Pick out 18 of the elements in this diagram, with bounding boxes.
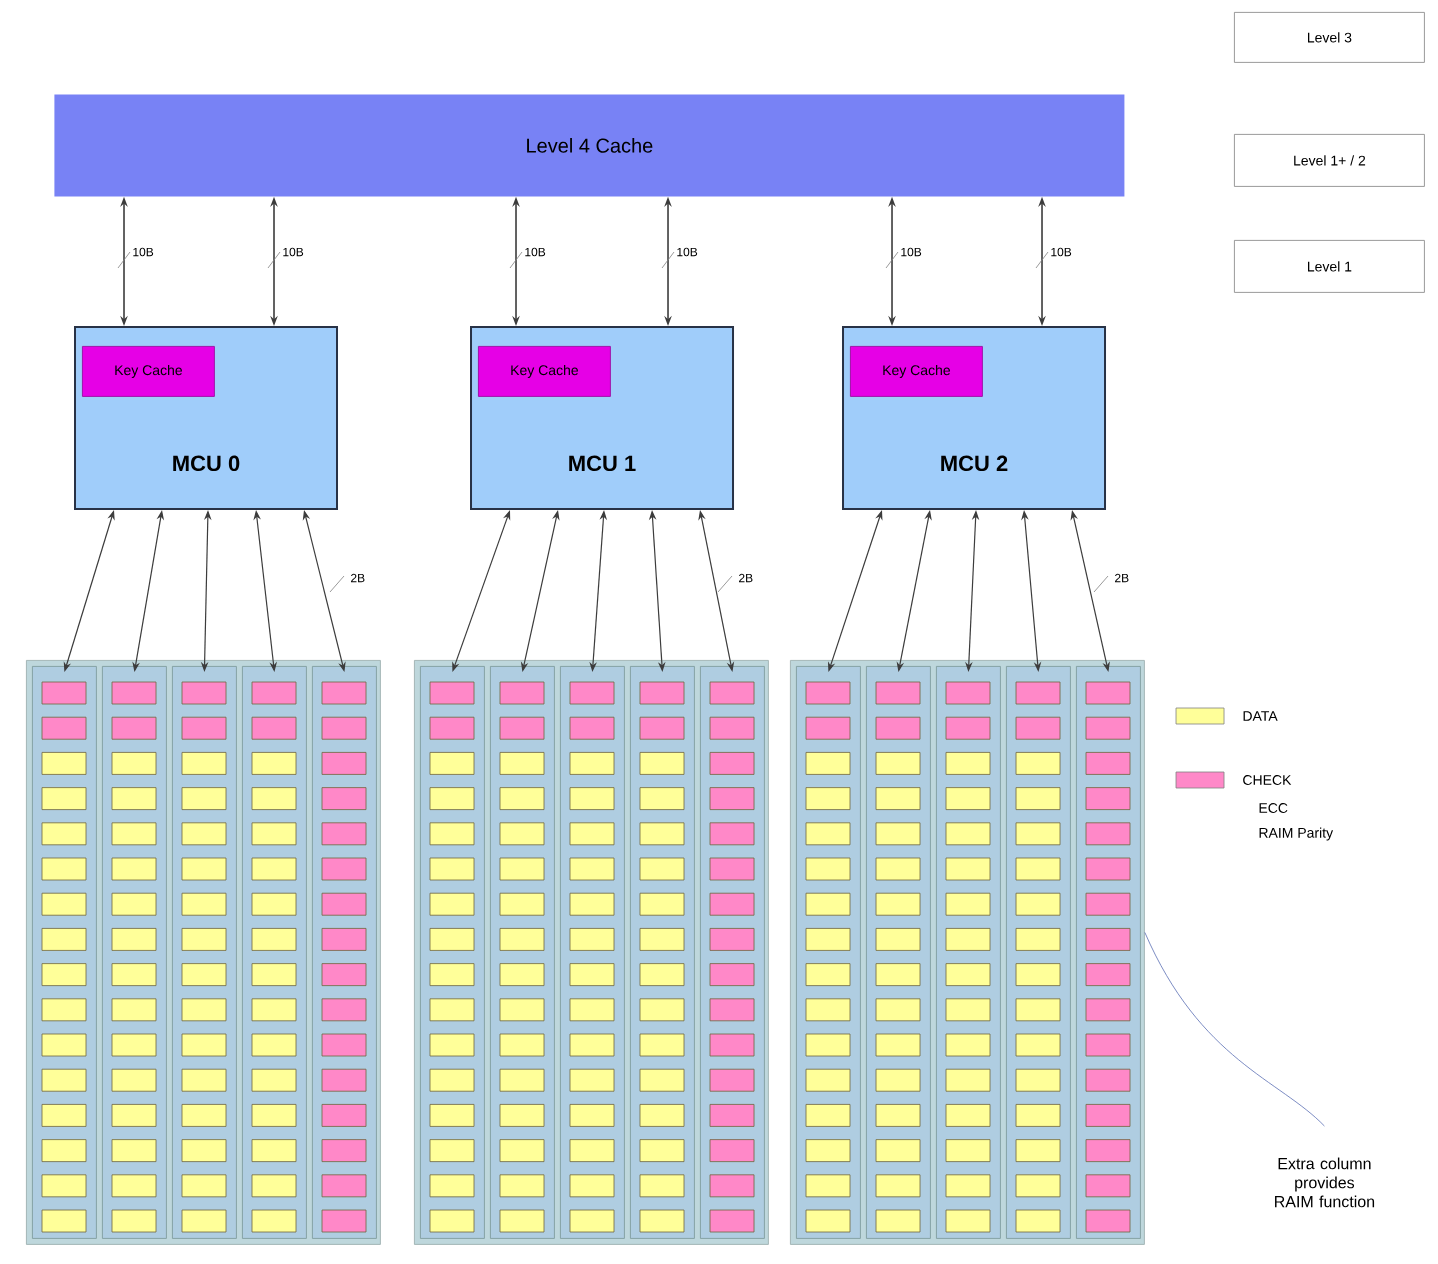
- memory-column: [32, 666, 97, 1239]
- memory-column: [936, 666, 1001, 1239]
- memory-column: [490, 666, 555, 1239]
- memory-column: [102, 666, 167, 1239]
- memory-column: [242, 666, 307, 1239]
- memory-column: [866, 666, 931, 1239]
- memory-column: [630, 666, 695, 1239]
- memory-column: [172, 666, 237, 1239]
- memory-column: [420, 666, 485, 1239]
- memory-column: [312, 666, 377, 1239]
- memory-column: [1006, 666, 1071, 1239]
- memory-column: [796, 666, 861, 1239]
- memory-column: [700, 666, 765, 1239]
- cache-box: Level 4 Cache: [54, 94, 1125, 197]
- leader-line: [1144, 932, 1325, 1127]
- memory-column: [560, 666, 625, 1239]
- memory-column: [1076, 666, 1141, 1239]
- callout-text: Extra column provides RAIM function: [1275, 1157, 1375, 1208]
